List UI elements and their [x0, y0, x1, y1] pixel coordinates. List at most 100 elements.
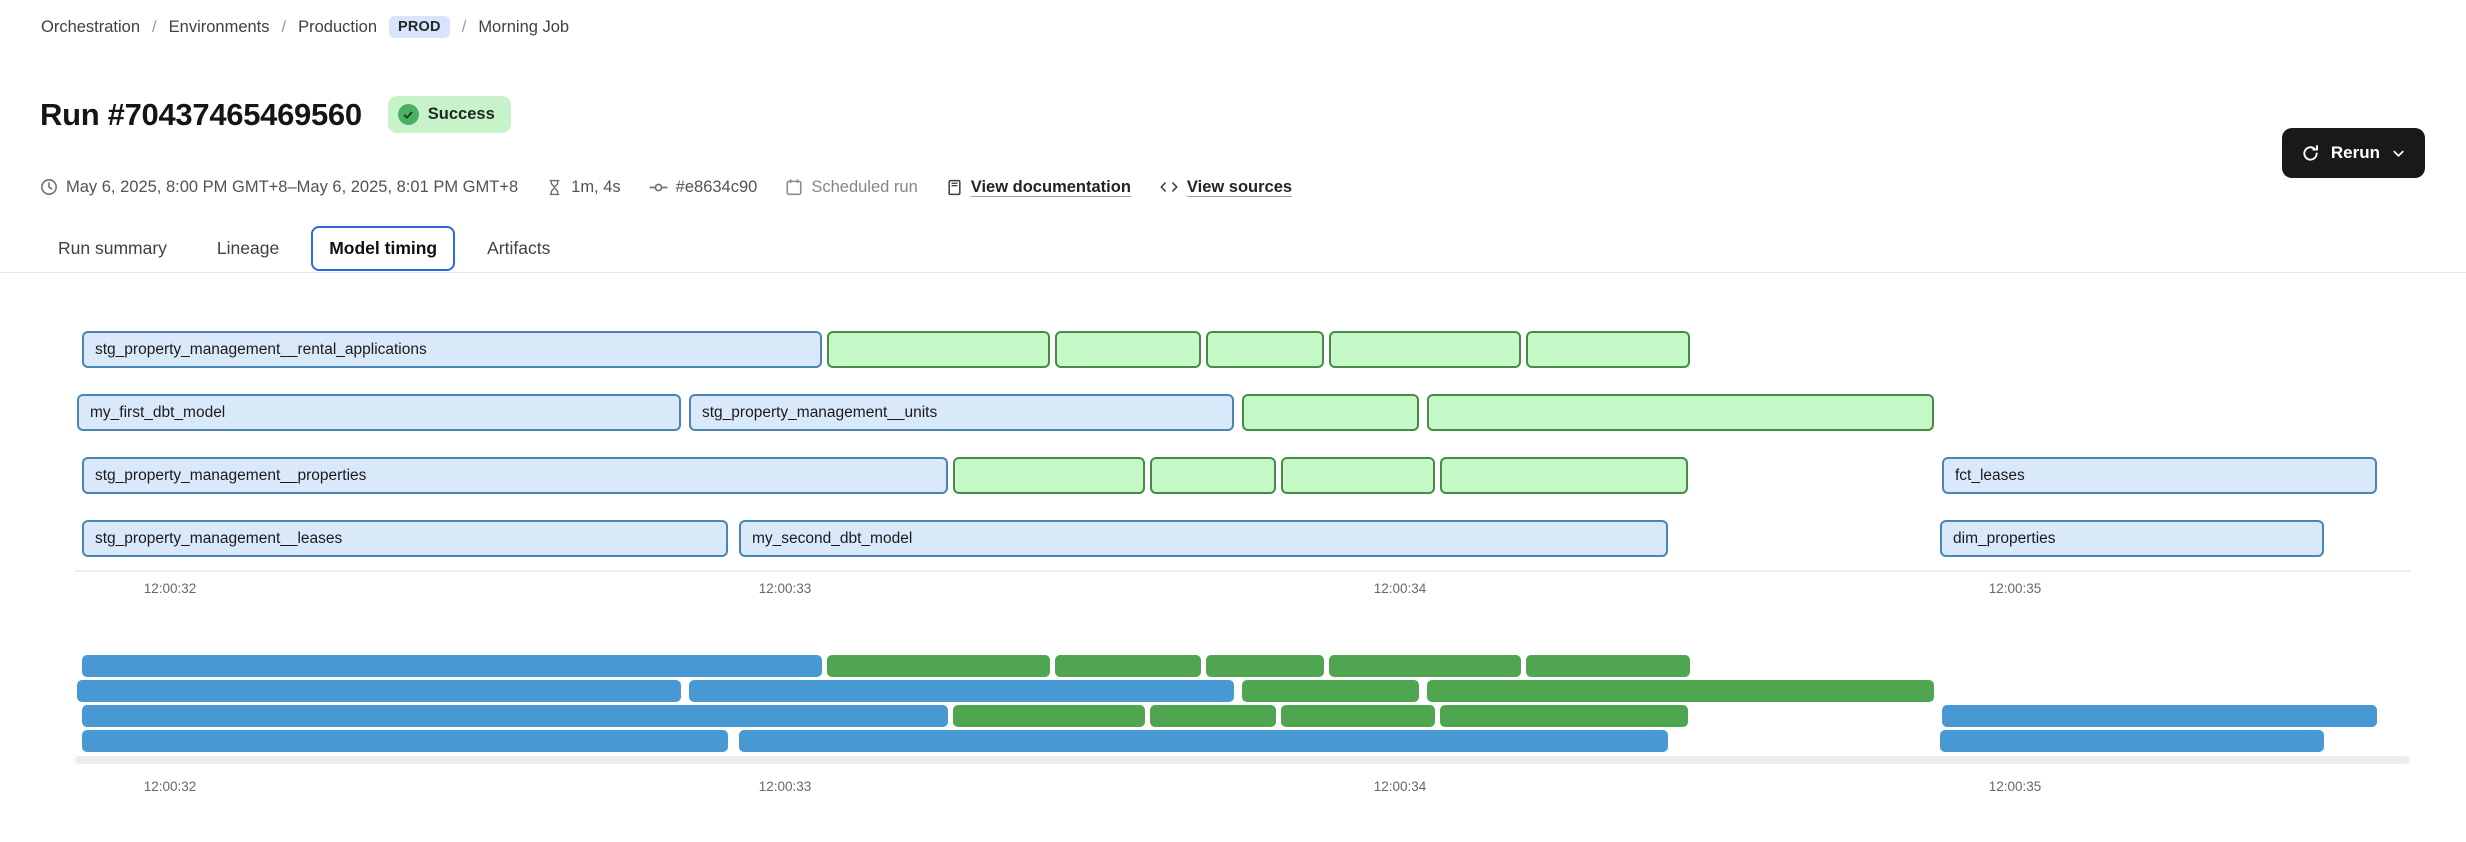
clock-icon [40, 178, 58, 196]
axis-tick-label: 12:00:34 [1373, 779, 1427, 794]
axis-tick-label: 12:00:35 [1988, 581, 2042, 596]
rerun-button[interactable]: Rerun [2281, 128, 2425, 178]
breadcrumb-separator: / [152, 17, 157, 36]
timeline-bar-label: dim_properties [1953, 529, 2056, 547]
run-trigger: Scheduled run [785, 177, 918, 197]
timeline-bar-stg_property_management__units[interactable]: stg_property_management__units [689, 394, 1234, 431]
commit-hash-text: #e8634c90 [675, 177, 758, 196]
minimap-bar [1526, 655, 1690, 677]
minimap-bar [1440, 705, 1688, 727]
rerun-label: Rerun [2330, 143, 2380, 162]
timeline-bar-test[interactable] [1427, 394, 1934, 431]
minimap-bar [82, 730, 728, 752]
run-meta-row: May 6, 2025, 8:00 PM GMT+8–May 6, 2025, … [40, 177, 1292, 197]
code-icon [1159, 177, 1179, 197]
tab-lineage[interactable]: Lineage [216, 238, 280, 258]
axis-tick-label: 12:00:32 [143, 779, 197, 794]
minimap-bar [1427, 680, 1934, 702]
minimap-bar [1942, 705, 2377, 727]
success-check-icon [397, 104, 419, 125]
timeline-bar-test[interactable] [1150, 457, 1276, 494]
duration-text: 1m, 4s [571, 177, 621, 196]
minimap-bar [827, 655, 1050, 677]
axis-tick-label: 12:00:32 [143, 581, 197, 596]
title-row: Run #70437465469560 Success [40, 96, 511, 133]
time-range-text: May 6, 2025, 8:00 PM GMT+8–May 6, 2025, … [66, 177, 519, 196]
timeline-bar-test[interactable] [1281, 457, 1435, 494]
view-documentation[interactable]: View documentation [946, 178, 1131, 197]
minimap-bar [739, 730, 1668, 752]
breadcrumb-item-environments[interactable]: Environments [168, 17, 270, 36]
environment-badge: PROD [389, 16, 450, 38]
timeline-bar-test[interactable] [1242, 394, 1419, 431]
page-title: Run #70437465469560 [40, 96, 362, 132]
tab-model-timing[interactable]: Model timing [311, 226, 456, 271]
minimap-scroll-track[interactable] [75, 756, 2410, 764]
timeline-bar-test[interactable] [827, 331, 1050, 368]
minimap-bar [82, 705, 948, 727]
timeline-bar-stg_property_management__leases[interactable]: stg_property_management__leases [82, 520, 728, 557]
tab-run-summary[interactable]: Run summary [58, 238, 167, 258]
tabs-divider [0, 272, 2466, 273]
timeline-bar-label: my_first_dbt_model [90, 403, 226, 421]
minimap-bar [1055, 655, 1201, 677]
status-label: Success [427, 105, 495, 123]
axis-tick-label: 12:00:33 [758, 581, 812, 596]
view-sources-link[interactable]: View sources [1186, 177, 1293, 196]
minimap-bar [1940, 730, 2324, 752]
timeline-bar-stg_property_management__rental_applications[interactable]: stg_property_management__rental_applicat… [82, 331, 822, 368]
view-sources[interactable]: View sources [1159, 177, 1292, 197]
breadcrumb-separator: / [281, 17, 287, 36]
commit-icon [649, 178, 668, 197]
timeline-bar-my_second_dbt_model[interactable]: my_second_dbt_model [739, 520, 1668, 557]
timeline-bar-test[interactable] [1329, 331, 1521, 368]
axis-tick-label: 12:00:34 [1373, 581, 1427, 596]
refresh-icon [2301, 144, 2320, 163]
run-tabs: Run summary Lineage Model timing Artifac… [40, 226, 568, 271]
run-duration: 1m, 4s [546, 178, 621, 197]
timeline-bar-test[interactable] [1440, 457, 1688, 494]
timeline-bar-label: fct_leases [1955, 466, 2025, 484]
chevron-down-icon [2391, 146, 2406, 161]
axis-tick-label: 12:00:35 [1988, 779, 2042, 794]
chart-axis-line [75, 570, 2410, 572]
trigger-text: Scheduled run [811, 177, 918, 196]
timeline-bar-test[interactable] [1206, 331, 1324, 368]
minimap-bar [1150, 705, 1276, 727]
axis-tick-label: 12:00:33 [758, 779, 812, 794]
breadcrumb-separator: / [461, 17, 467, 36]
breadcrumb-item-orchestration[interactable]: Orchestration [41, 17, 141, 36]
tab-artifacts[interactable]: Artifacts [487, 238, 551, 258]
timeline-bar-label: my_second_dbt_model [752, 529, 913, 547]
timeline-bar-fct_leases[interactable]: fct_leases [1942, 457, 2377, 494]
run-time-range: May 6, 2025, 8:00 PM GMT+8–May 6, 2025, … [40, 178, 518, 197]
hourglass-icon [546, 179, 563, 196]
breadcrumb-item-morning-job[interactable]: Morning Job [478, 17, 570, 36]
minimap-bar [1281, 705, 1435, 727]
timeline-bar-test[interactable] [1055, 331, 1201, 368]
document-icon [946, 179, 963, 196]
minimap-bar [82, 655, 822, 677]
timeline-bar-stg_property_management__properties[interactable]: stg_property_management__properties [82, 457, 948, 494]
minimap-bar [689, 680, 1234, 702]
timeline-bar-label: stg_property_management__leases [95, 529, 343, 547]
timeline-bar-test[interactable] [1526, 331, 1690, 368]
minimap-bar [1242, 680, 1419, 702]
run-commit: #e8634c90 [649, 177, 758, 197]
view-documentation-link[interactable]: View documentation [970, 177, 1131, 196]
timeline-bar-label: stg_property_management__properties [95, 466, 367, 484]
calendar-icon [785, 178, 803, 196]
minimap-bar [1206, 655, 1324, 677]
timeline-bar-test[interactable] [953, 457, 1145, 494]
minimap-bar [1329, 655, 1521, 677]
timeline-bar-label: stg_property_management__rental_applicat… [95, 340, 427, 358]
timeline-bar-label: stg_property_management__units [702, 403, 938, 421]
timeline-bar-my_first_dbt_model[interactable]: my_first_dbt_model [77, 394, 681, 431]
breadcrumb-item-production[interactable]: Production [298, 17, 378, 36]
breadcrumb: Orchestration / Environments / Productio… [41, 16, 569, 38]
timeline-bar-dim_properties[interactable]: dim_properties [1940, 520, 2324, 557]
minimap-bar [953, 705, 1145, 727]
